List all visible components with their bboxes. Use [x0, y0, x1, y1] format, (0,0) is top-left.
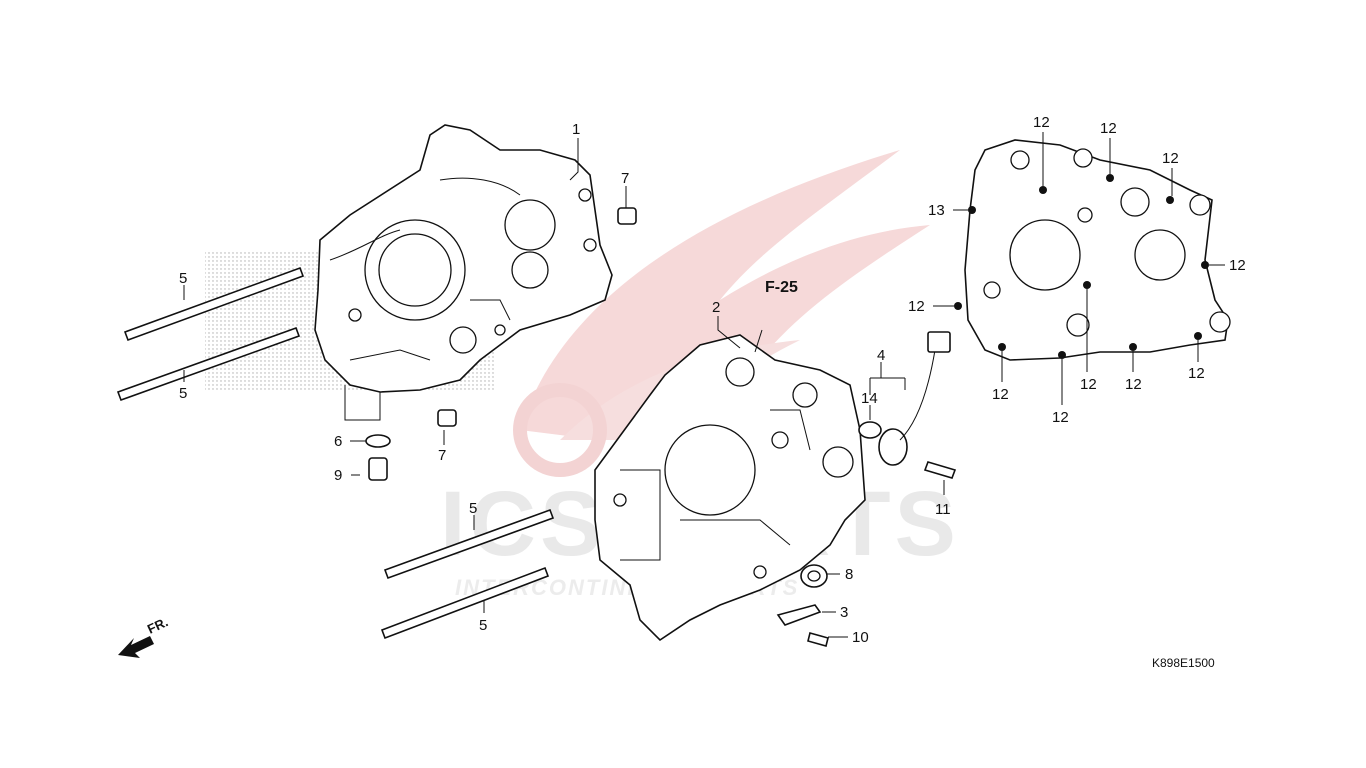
callout-12-j: 12: [1188, 365, 1205, 382]
reference-label: F-25: [765, 279, 798, 296]
callout-7-b: 7: [438, 447, 446, 464]
callout-1: 1: [572, 121, 580, 138]
callout-12-i: 12: [1125, 376, 1142, 393]
left-crankcase: [314, 124, 613, 421]
callout-12-e: 12: [908, 298, 925, 315]
bolt-11: [923, 461, 957, 479]
callout-6: 6: [334, 433, 342, 450]
neutral-switch: [878, 331, 951, 466]
callout-12-f: 12: [992, 386, 1009, 403]
callout-13: 13: [928, 202, 945, 219]
stud-bolts: [116, 266, 555, 640]
drain-bolt: [368, 457, 388, 481]
callout-12-b: 12: [1100, 120, 1117, 137]
callout-14: 14: [861, 390, 878, 407]
callout-12-a: 12: [1033, 114, 1050, 131]
callout-2: 2: [712, 299, 720, 316]
callout-5-a: 5: [179, 270, 187, 287]
callout-11: 11: [935, 501, 951, 518]
right-crankcase: [594, 329, 866, 642]
front-arrow: [118, 636, 154, 658]
washer: [365, 434, 391, 448]
crankcase-gasket: [954, 139, 1231, 361]
setting-plate: [776, 604, 822, 626]
callout-12-g: 12: [1052, 409, 1069, 426]
callout-10: 10: [852, 629, 869, 646]
callout-3: 3: [840, 604, 848, 621]
callout-5-d: 5: [479, 617, 487, 634]
bolt-10: [807, 632, 829, 647]
callout-9: 9: [334, 467, 342, 484]
callout-8: 8: [845, 566, 853, 583]
dowel-pin-upper: [617, 207, 637, 225]
callout-12-h: 12: [1080, 376, 1097, 393]
oil-seal: [800, 564, 828, 588]
dowel-pin-lower: [437, 409, 457, 427]
leader-lines: [183, 132, 1225, 638]
o-ring: [858, 421, 882, 439]
callout-12-c: 12: [1162, 150, 1179, 167]
callout-4: 4: [877, 347, 885, 364]
callout-12-d: 12: [1229, 257, 1246, 274]
callout-5-b: 5: [179, 385, 187, 402]
drawing-code: K898E1500: [1152, 656, 1215, 670]
front-label: FR.: [145, 614, 170, 636]
callout-5-c: 5: [469, 500, 477, 517]
callout-7-a: 7: [621, 170, 629, 187]
